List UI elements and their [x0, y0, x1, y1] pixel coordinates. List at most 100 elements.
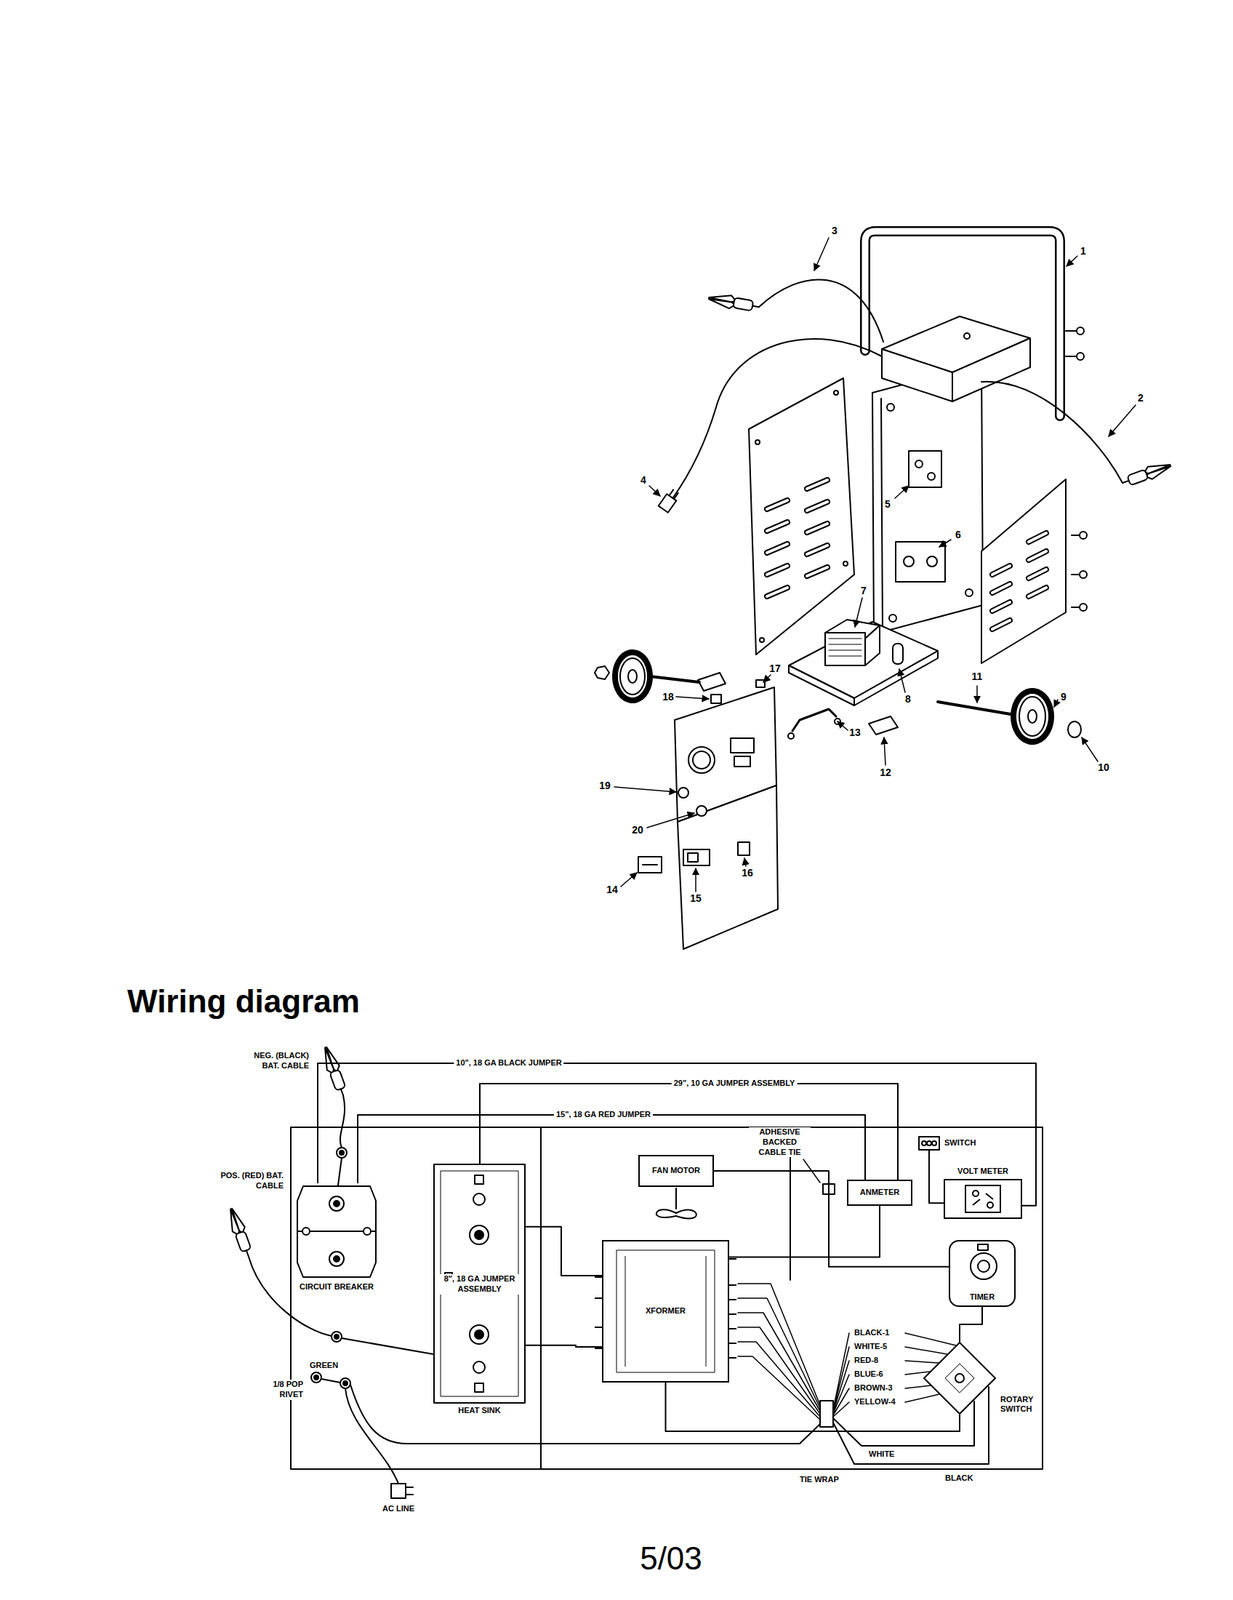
callout-wrap: 4 [628, 473, 658, 488]
wire-label: 15", 18 GA RED JUMPER [553, 1109, 653, 1120]
callout-number: 2 [1137, 391, 1144, 405]
caption-wrap: 5/03 [561, 1539, 781, 1577]
callout-number: 9 [1060, 690, 1067, 704]
callout-wrap: 5 [873, 497, 903, 512]
rotary-switch-shape [923, 1341, 996, 1415]
label-wrap: POS. (RED) BAT. CABLE [218, 1170, 284, 1191]
callout-wrap: 1 [1068, 244, 1098, 259]
wire-label: 10", 18 GA BLACK JUMPER [453, 1057, 564, 1068]
label-wrap: WHITE-5 [854, 1341, 887, 1352]
volt-meter-shape [943, 1178, 1023, 1219]
part-label: ADHESIVE BACKED CABLE TIE [748, 1126, 811, 1157]
label-wrap: BLUE-6 [854, 1368, 884, 1380]
part-label: GREEN [309, 1360, 339, 1371]
callout-wrap: 17 [760, 661, 790, 676]
wire [929, 1150, 944, 1203]
component-label: VOLT METER [957, 1166, 1009, 1177]
label-wrap: WHITE [868, 1448, 895, 1460]
part-label: BLACK-1 [854, 1327, 890, 1338]
callout-wrap: 10 [1089, 760, 1119, 775]
part-label: NEG. (BLACK) BAT. CABLE [239, 1050, 309, 1071]
component-label: FAN MOTOR [652, 1165, 701, 1176]
label-wrap: BLACK-1 [854, 1327, 890, 1338]
label-wrap: TIE WRAP [799, 1474, 839, 1485]
callout-wrap: 8 [893, 692, 923, 706]
label-wrap: RED-8 [854, 1355, 879, 1366]
part-label: AC LINE [372, 1503, 424, 1514]
wire-label-wrap: 15", 18 GA RED JUMPER [553, 1109, 653, 1120]
callout-number: 11 [972, 670, 983, 684]
callout-wrap: 16 [732, 865, 762, 880]
page-date: 5/03 [561, 1539, 781, 1577]
wire [959, 1306, 983, 1342]
rotary-switch: ROTARY SWITCH [923, 1341, 1044, 1415]
part-label: WHITE [868, 1448, 895, 1460]
label-wrap: AC LINE [372, 1503, 424, 1514]
section-title: Wiring diagram [127, 982, 360, 1020]
component-label: SWITCH [944, 1137, 976, 1148]
toggle-switch-symbol [918, 1135, 941, 1151]
fan-motor: FAN MOTOR [638, 1154, 714, 1187]
callout-number: 8 [905, 692, 911, 706]
callout-wrap: 19 [590, 778, 620, 793]
callout-number: 20 [631, 823, 644, 837]
component-label: TIMER [969, 1291, 995, 1303]
callout-wrap: 20 [623, 822, 653, 837]
callout-number: 13 [849, 726, 861, 740]
callout-number: 15 [689, 892, 702, 906]
component-label: CIRCUIT BREAKER [299, 1281, 374, 1292]
title-wrap: Wiring diagram [127, 982, 360, 1020]
timer: TIMER [948, 1239, 1016, 1307]
callout-number: 19 [599, 779, 611, 793]
part-label: TIE WRAP [799, 1474, 839, 1485]
label-wrap: NEG. (BLACK) BAT. CABLE [239, 1050, 309, 1071]
callout-number: 1 [1080, 245, 1087, 259]
volt-meter-symbol [943, 1178, 1023, 1219]
rotary-switch-symbol [923, 1341, 996, 1415]
callout-wrap: 3 [820, 223, 850, 238]
callout-number: 12 [879, 766, 892, 780]
wire-label-wrap: 10", 18 GA BLACK JUMPER [453, 1057, 564, 1068]
part-label: BLUE-6 [854, 1368, 884, 1380]
callout-number: 17 [769, 662, 781, 676]
component-label: ANMETER [860, 1187, 900, 1198]
callout-wrap: 12 [870, 765, 901, 780]
wire-label: 29", 10 GA JUMPER ASSEMBLY [671, 1078, 798, 1089]
part-label: 1/8 POP RIVET [250, 1379, 304, 1400]
callout-wrap: 18 [653, 689, 683, 704]
component-label: XFORMER [645, 1305, 686, 1316]
callout-number: 6 [955, 528, 962, 542]
part-label: BROWN-3 [854, 1382, 893, 1393]
wire [525, 1226, 602, 1276]
label-wrap: BLACK [945, 1472, 974, 1484]
transformer: XFORMER [601, 1239, 730, 1383]
callout-number: 5 [884, 497, 891, 512]
part-label: POS. (RED) BAT. CABLE [218, 1170, 284, 1191]
component-label: ROTARY SWITCH [1000, 1394, 1044, 1415]
part-label: BLACK [945, 1472, 974, 1484]
ammeter: ANMETER [846, 1179, 913, 1206]
wire [713, 1170, 949, 1267]
label-wrap: GREEN [309, 1360, 339, 1371]
callout-number: 3 [831, 224, 838, 238]
callout-number: 18 [662, 690, 674, 704]
callout-number: 10 [1097, 761, 1110, 775]
wire [317, 1062, 1036, 1206]
callout-number: 7 [860, 584, 867, 598]
toggle-switch: SWITCH [918, 1135, 976, 1151]
toggle-switch-shape [918, 1135, 941, 1151]
callout-wrap: 7 [849, 583, 879, 598]
label-wrap: BROWN-3 [854, 1382, 893, 1393]
callout-wrap: 15 [681, 891, 711, 906]
callout-number: 4 [640, 474, 647, 488]
callout-wrap: 11 [962, 669, 992, 684]
label-wrap: ADHESIVE BACKED CABLE TIE [748, 1126, 811, 1157]
callout-number: 14 [606, 883, 618, 897]
callout-wrap: 2 [1126, 391, 1156, 405]
wire [525, 1344, 602, 1347]
callout-wrap: 13 [840, 725, 870, 740]
circuit-breaker-symbol [295, 1182, 378, 1280]
callout-number: 16 [741, 866, 754, 880]
part-label: RED-8 [854, 1355, 879, 1366]
